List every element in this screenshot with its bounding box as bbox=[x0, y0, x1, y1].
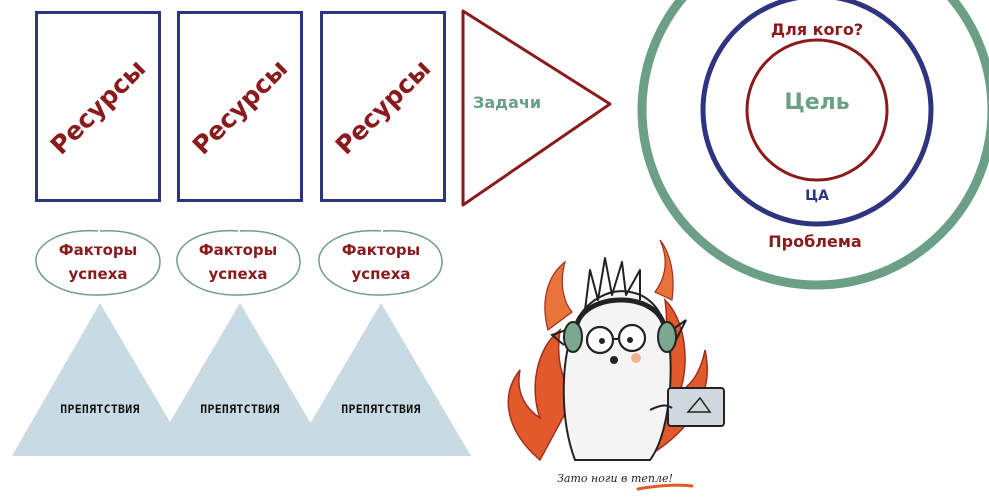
obstacle-mountain-3 bbox=[291, 303, 471, 456]
audience-ring bbox=[700, 0, 934, 227]
obstacle-mountain-1 bbox=[12, 303, 190, 456]
illustration-caption: Зато ноги в тепле! bbox=[557, 472, 673, 485]
factor-ellipse-1 bbox=[35, 229, 161, 296]
factor-line2: успеха bbox=[351, 265, 411, 283]
factor-ellipse-2 bbox=[176, 229, 301, 296]
audience-label: ЦА bbox=[805, 188, 829, 204]
resource-box-1: Ресурсы bbox=[35, 11, 161, 202]
hedgehog-illustration bbox=[507, 239, 725, 462]
factor-line2: успеха bbox=[68, 265, 128, 283]
tasks-label: Задачи bbox=[473, 93, 542, 112]
factor-line2: успеха bbox=[208, 265, 268, 283]
problem-label: Проблема bbox=[768, 232, 862, 251]
success-factor-3: Факторы успеха bbox=[320, 229, 442, 295]
goal-label: Цель bbox=[784, 90, 850, 115]
success-factor-2: Факторы успеха bbox=[177, 229, 299, 295]
obstacle-label-1: ПРЕПЯТСТВИЯ bbox=[60, 402, 140, 416]
obstacle-mountain-2 bbox=[150, 303, 330, 456]
factor-ellipse-3 bbox=[318, 229, 443, 296]
tasks-triangle bbox=[461, 9, 612, 207]
target-question-label: Для кого? bbox=[770, 20, 864, 39]
problem-ring bbox=[637, 0, 989, 290]
obstacle-label-2: ПРЕПЯТСТВИЯ bbox=[200, 402, 280, 416]
success-factor-1: Факторы успеха bbox=[37, 229, 159, 295]
resource-label: Ресурсы bbox=[44, 53, 152, 160]
resource-box-2: Ресурсы bbox=[177, 11, 303, 202]
obstacle-label-3: ПРЕПЯТСТВИЯ bbox=[341, 402, 421, 416]
resource-label: Ресурсы bbox=[329, 53, 437, 160]
resource-label: Ресурсы bbox=[186, 53, 294, 160]
factor-line1: Факторы bbox=[198, 241, 278, 259]
factor-line1: Факторы bbox=[341, 241, 421, 259]
resource-box-3: Ресурсы bbox=[320, 11, 446, 202]
factor-line1: Факторы bbox=[58, 241, 138, 259]
goal-ring bbox=[745, 38, 889, 182]
caption-underline bbox=[636, 483, 694, 491]
